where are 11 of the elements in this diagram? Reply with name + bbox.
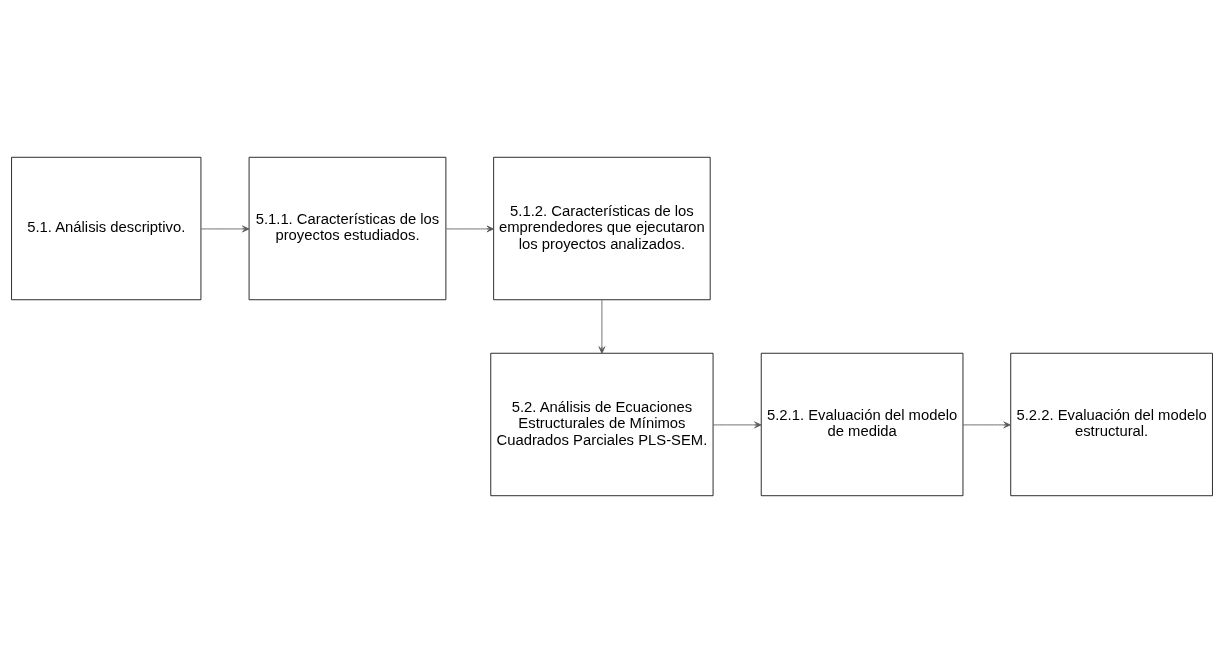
arrow [200,225,250,232]
node-box: 5.2. Análisis de Ecuaciones Estructurales de Mínimos Cuadrados Parciales PLS-SEM. [490,352,714,496]
node-box: 5.2.2. Evaluación del modelo estructural. [1010,352,1213,496]
arrow [962,421,1011,428]
node-box: 5.1.2. Características de los emprendedores que ejecutaron los proyectos analizados. [493,156,711,300]
node-box: 5.2.1. Evaluación del modelo de medida [760,352,964,496]
arrow [713,421,762,428]
arrow [598,298,606,354]
node-box: 5.1.1. Características de los proyectos estudiados. [248,156,447,300]
node-box: 5.1. Análisis descriptivo. [11,156,202,300]
arrow [445,225,494,232]
